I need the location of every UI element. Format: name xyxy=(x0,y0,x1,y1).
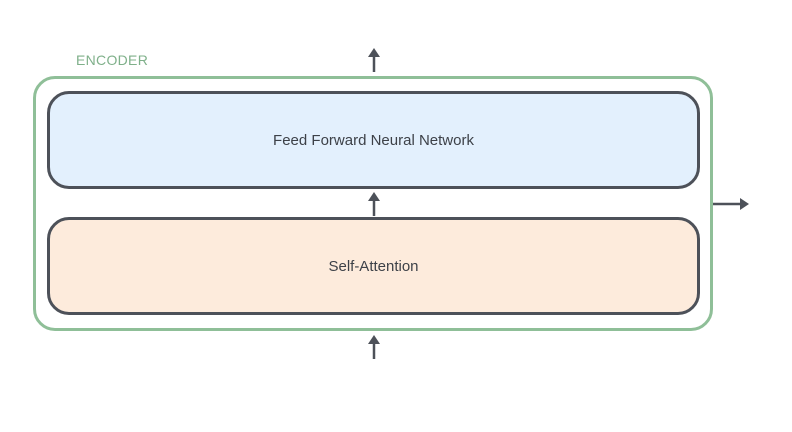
internal-arrow-up-icon xyxy=(368,192,380,216)
feed-forward-label: Feed Forward Neural Network xyxy=(273,131,474,149)
input-arrow-up-icon xyxy=(368,335,380,359)
output-arrow-right-icon xyxy=(713,198,749,210)
self-attention-layer: Self-Attention xyxy=(47,217,700,315)
encoder-box xyxy=(33,76,713,331)
feed-forward-layer: Feed Forward Neural Network xyxy=(47,91,700,189)
encoder-label: ENCODER xyxy=(76,52,149,68)
self-attention-label: Self-Attention xyxy=(328,257,419,275)
output-arrow-up-icon xyxy=(368,48,380,72)
